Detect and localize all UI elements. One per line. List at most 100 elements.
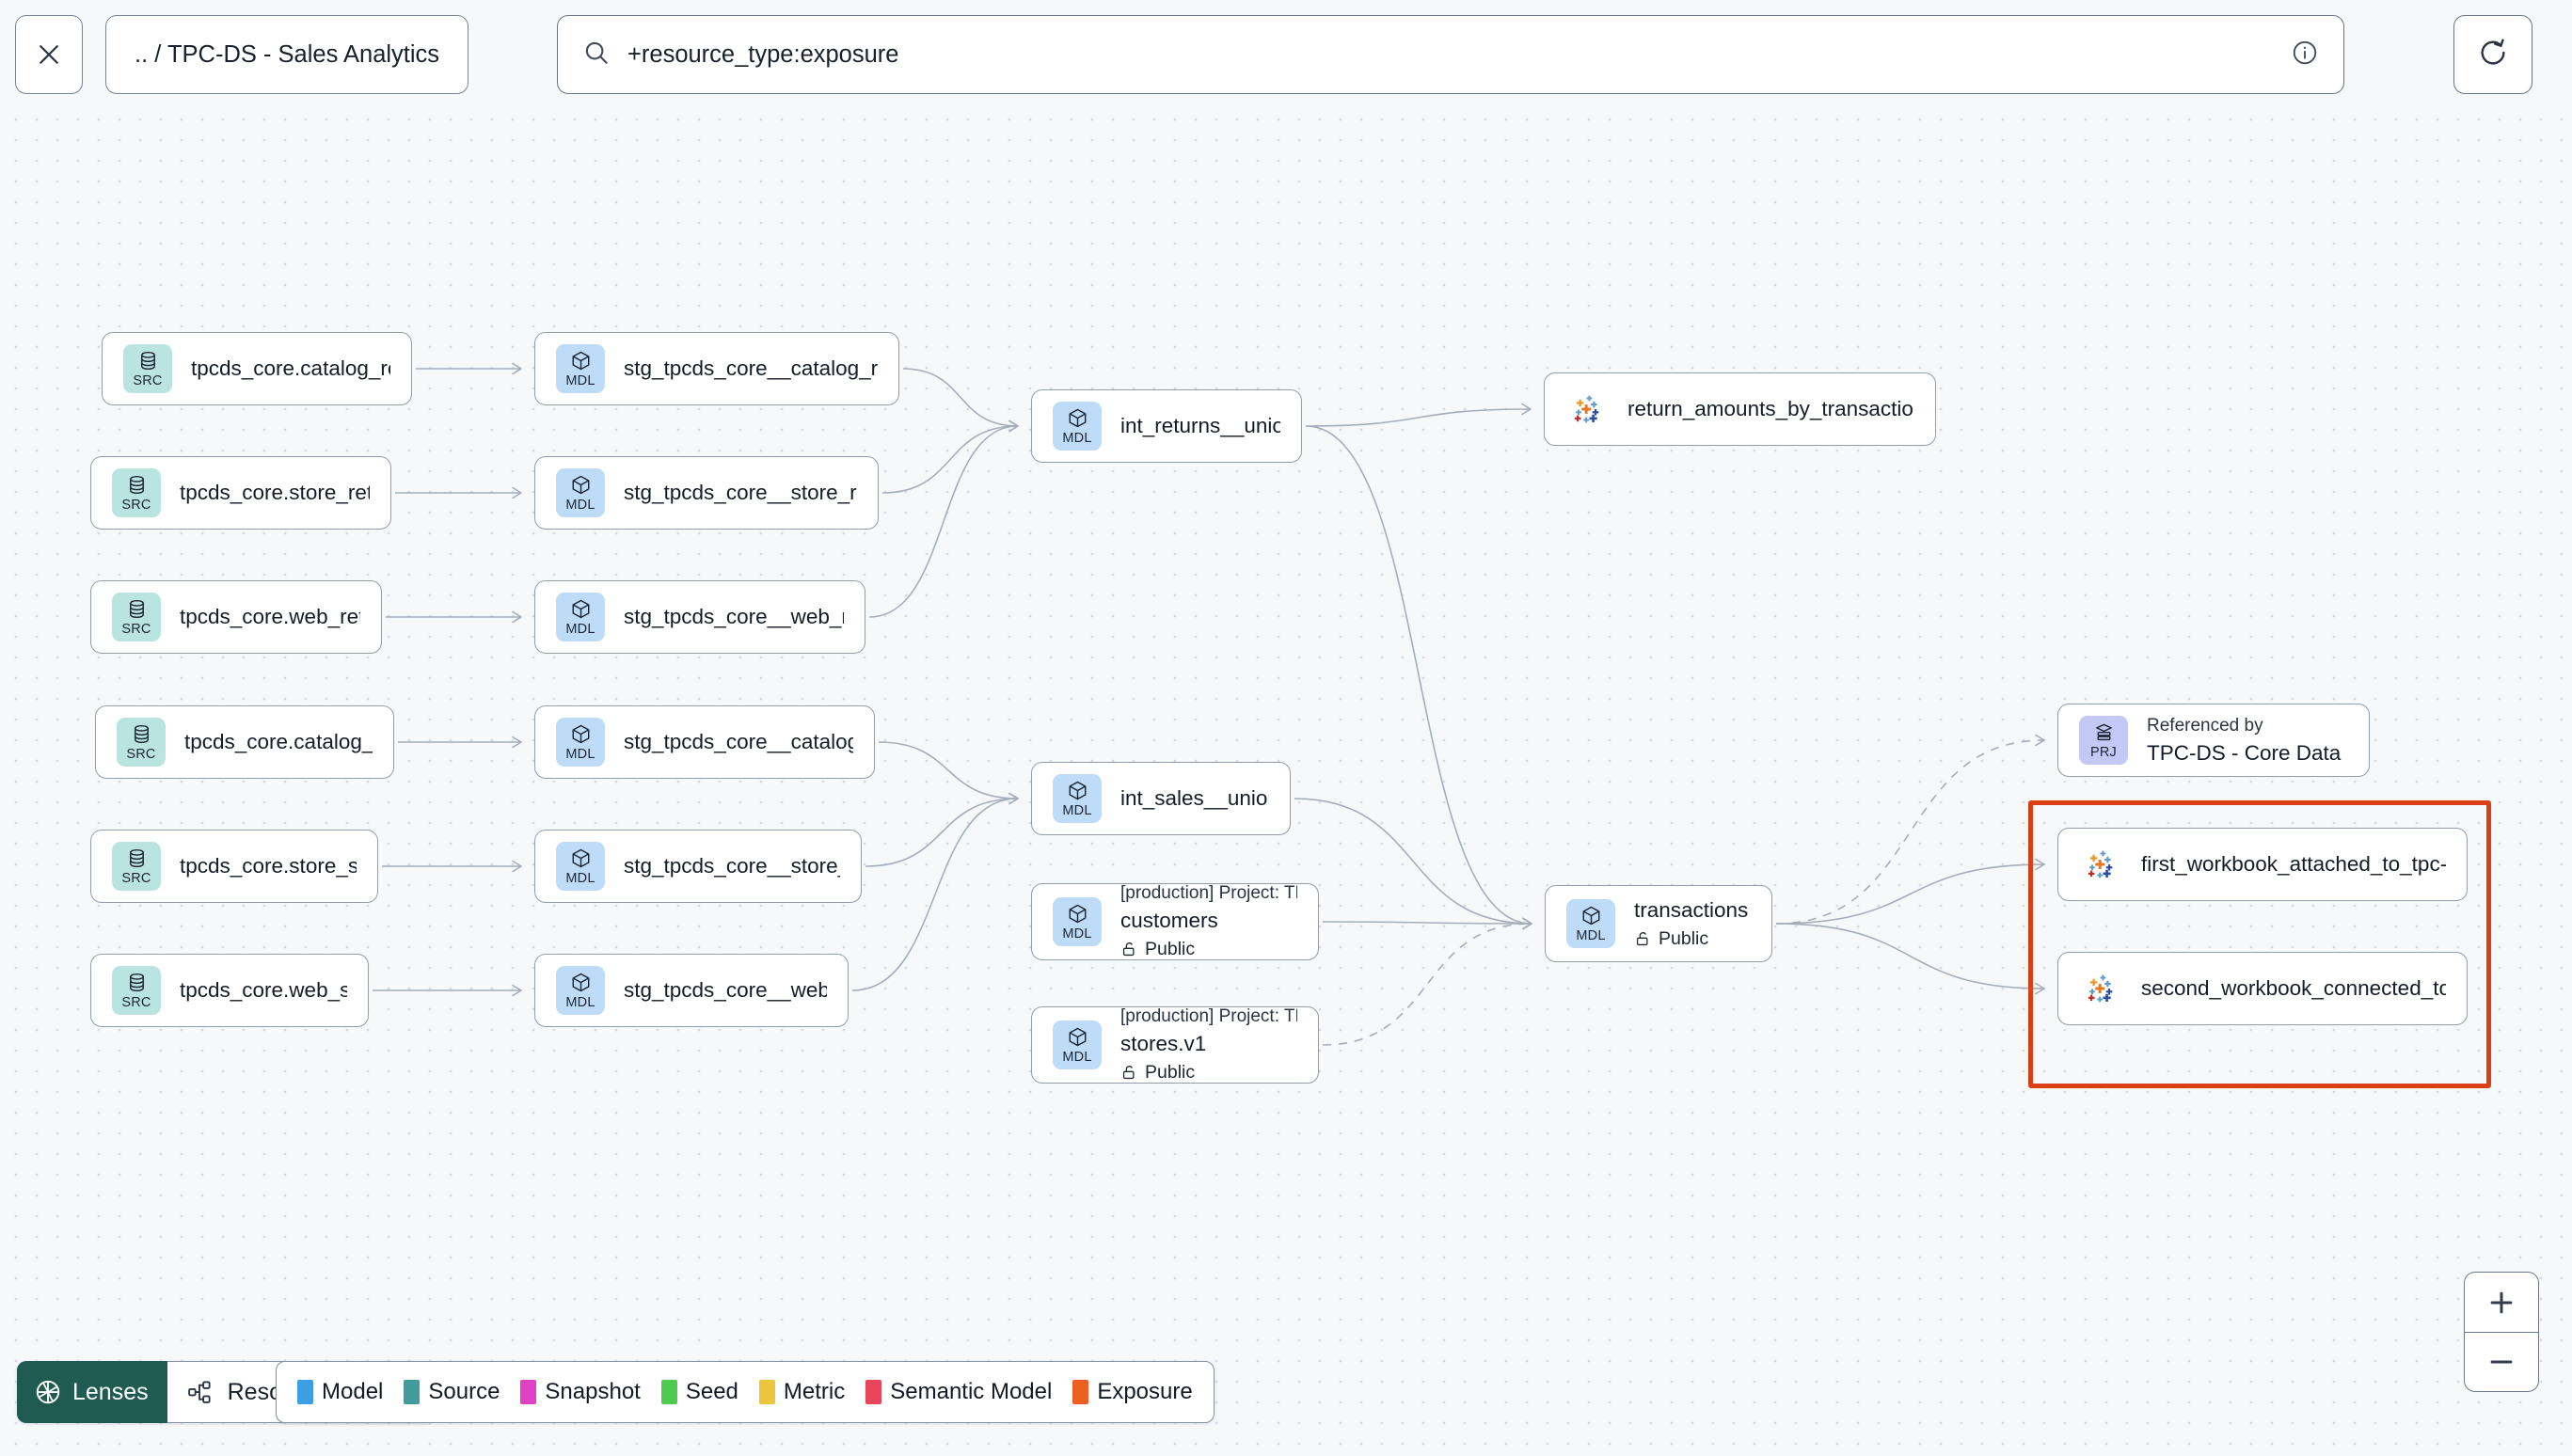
database-icon — [126, 598, 148, 620]
graph-node-second_workbook[interactable]: second_workbook_connected_to_live… — [2057, 952, 2468, 1025]
graph-node-src_web_returns[interactable]: SRC tpcds_core.web_returns — [90, 580, 382, 654]
zoom-controls — [2464, 1272, 2539, 1392]
legend-item-semantic-model[interactable]: Semantic Model — [865, 1379, 1052, 1405]
aperture-icon — [34, 1378, 62, 1406]
legend-swatch — [758, 1380, 775, 1404]
breadcrumb[interactable]: .. / TPC-DS - Sales Analytics — [105, 15, 469, 94]
graph-node-stores_v1[interactable]: MDL[production] Project: TPC-DS - Core D… — [1031, 1006, 1319, 1084]
edge-arrowhead — [1008, 419, 1019, 433]
edge-arrowhead — [2035, 858, 2045, 871]
node-type-badge-label: MDL — [565, 746, 595, 762]
node-type-badge-label: MDL — [1062, 430, 1092, 446]
graph-node-customers[interactable]: MDL[production] Project: TPC-DS - Core D… — [1031, 883, 1319, 960]
edge-arrowhead — [1008, 419, 1019, 433]
edge-int_returns_unioned-to-return_amounts — [1305, 408, 1532, 427]
node-title: return_amounts_by_transaction_type — [1627, 397, 1914, 420]
graph-node-first_workbook[interactable]: first_workbook_attached_to_tpc-ds_-_… — [2057, 828, 2468, 901]
node-body: int_returns__unioned — [1120, 414, 1280, 438]
database-icon — [126, 847, 148, 869]
node-type-badge-src: SRC — [112, 966, 161, 1015]
cube-icon — [1067, 407, 1088, 429]
legend-item-metric[interactable]: Metric — [758, 1379, 845, 1405]
legend-item-seed[interactable]: Seed — [660, 1379, 738, 1405]
edge-customers-to-transactions — [1322, 921, 1532, 925]
legend-item-model[interactable]: Model — [297, 1379, 383, 1405]
node-title: stg_tpcds_core__web_sales — [624, 978, 827, 1002]
node-title: TPC-DS - Core Data Models — [2147, 740, 2348, 765]
edge-arrowhead — [512, 984, 522, 997]
database-icon — [131, 723, 152, 745]
edge-arrowhead — [512, 736, 522, 749]
cube-icon — [570, 723, 592, 745]
node-title: stg_tpcds_core__catalog_sales — [624, 730, 853, 753]
edge-stores_v1-to-transactions — [1322, 923, 1532, 1046]
graph-node-stg_catalog_sales[interactable]: MDL stg_tpcds_core__catalog_sales — [534, 705, 875, 779]
tableau-exposure-icon — [2079, 967, 2122, 1010]
zoom-out-button[interactable] — [2465, 1332, 2538, 1391]
node-type-badge-label: SRC — [121, 621, 151, 637]
info-icon[interactable] — [2291, 39, 2319, 71]
edge-stg_web_returns-to-int_returns_unioned — [868, 425, 1019, 618]
edge-arrowhead — [1522, 917, 1532, 930]
node-title: transactions — [1634, 897, 1749, 922]
legend-item-exposure[interactable]: Exposure — [1072, 1379, 1193, 1405]
edge-arrowhead — [2035, 734, 2045, 747]
node-visibility-label: Public — [1145, 1062, 1196, 1083]
lenses-button[interactable]: Lenses — [17, 1361, 167, 1423]
legend-label: Model — [322, 1379, 384, 1404]
edge-transactions-to-second_workbook — [1775, 923, 2045, 989]
legend-swatch — [865, 1380, 882, 1404]
node-type-badge-src: SRC — [112, 468, 161, 517]
edge-stg_store_sales-to-int_sales_unioned — [865, 798, 1019, 867]
graph-node-return_amounts[interactable]: return_amounts_by_transaction_type — [1544, 372, 1936, 446]
close-icon — [35, 40, 63, 69]
legend-swatch — [660, 1380, 677, 1404]
node-type-badge-label: SRC — [126, 746, 156, 762]
close-button[interactable] — [15, 15, 83, 94]
node-visibility-label: Public — [1659, 927, 1709, 949]
graph-node-int_returns_unioned[interactable]: MDL int_returns__unioned — [1031, 389, 1302, 463]
legend-swatch — [404, 1380, 421, 1404]
node-title: tpcds_core.web_sales — [180, 978, 347, 1002]
legend-item-snapshot[interactable]: Snapshot — [520, 1379, 641, 1405]
node-body: stg_tpcds_core__store_returns — [624, 481, 857, 505]
edge-arrowhead — [1008, 419, 1019, 433]
graph-node-src_web_sales[interactable]: SRC tpcds_core.web_sales — [90, 954, 369, 1027]
search-icon — [582, 39, 611, 71]
legend-label: Source — [428, 1379, 500, 1404]
node-type-badge-mdl: MDL — [1566, 899, 1615, 948]
search-bar[interactable]: +resource_type:exposure — [557, 15, 2344, 94]
zoom-in-button[interactable] — [2465, 1273, 2538, 1332]
node-type-badge-label: SRC — [121, 870, 151, 886]
node-type-badge-src: SRC — [123, 344, 172, 393]
node-body: tpcds_core.web_returns — [180, 605, 360, 629]
edge-arrowhead — [1008, 792, 1019, 805]
node-title: int_sales__unioned — [1120, 786, 1269, 810]
search-input[interactable]: +resource_type:exposure — [627, 40, 899, 68]
cube-icon — [1067, 903, 1088, 925]
legend-item-source[interactable]: Source — [404, 1379, 500, 1405]
node-type-badge-label: MDL — [565, 621, 595, 637]
node-type-badge-src: SRC — [117, 718, 166, 767]
node-type-badge-mdl: MDL — [1053, 897, 1102, 946]
cube-icon — [1580, 905, 1602, 926]
node-title: first_workbook_attached_to_tpc-ds_-_… — [2141, 852, 2446, 876]
cube-icon — [570, 474, 592, 496]
refresh-button[interactable] — [2453, 15, 2532, 94]
